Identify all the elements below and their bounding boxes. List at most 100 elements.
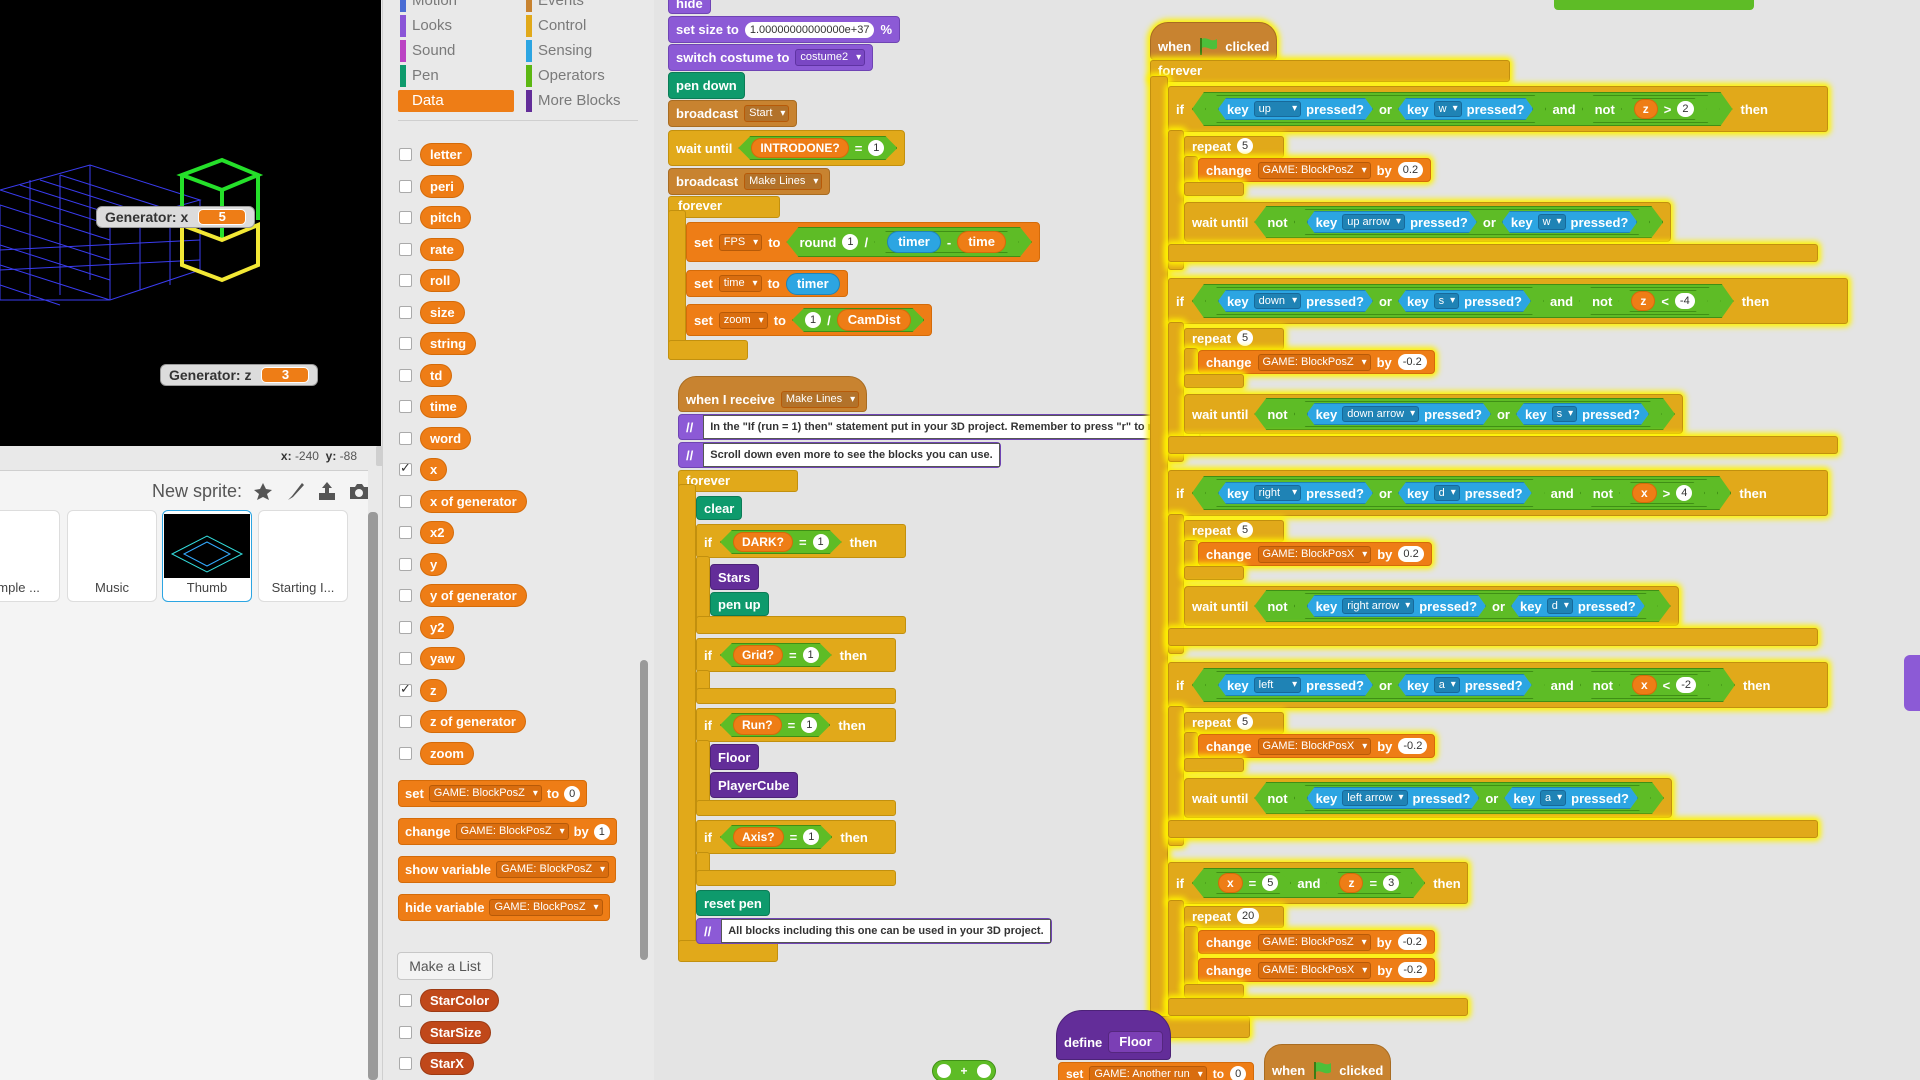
variable-reporter[interactable]: time [420,395,467,418]
category-control[interactable]: Control [524,15,640,37]
variable-reporter[interactable]: td [420,363,453,387]
key-dropdown[interactable]: w [1434,101,1462,117]
key-dropdown[interactable]: up arrow [1254,101,1302,117]
key-dropdown[interactable]: left arrow [1342,790,1407,806]
variable-reporter[interactable]: string [420,332,477,355]
variable-reporter[interactable]: x [1218,873,1243,893]
set-zoom-block[interactable]: setzoomto 1/CamDist [686,304,933,336]
sprite-scrollbar[interactable] [368,512,378,1080]
repeat-block[interactable] [1184,906,1284,928]
floor-block[interactable]: Floor [710,744,759,770]
make-a-list-button[interactable]: Make a List [397,952,493,980]
paint-brush-icon[interactable] [284,480,306,502]
category-looks[interactable]: Looks [398,15,514,37]
key-dropdown[interactable]: a [1434,677,1460,693]
compare-operator[interactable]: z<-4 [1618,290,1707,312]
variable-reporter[interactable]: x [1632,483,1657,503]
variable-reporter[interactable]: z of generator [420,710,526,733]
key-dropdown[interactable]: left arrow [1254,677,1302,693]
compare-operator[interactable]: x<-2 [1619,674,1709,696]
reset-pen-block[interactable]: reset pen [696,890,770,916]
key-dropdown[interactable]: down arrow [1254,293,1302,309]
upload-icon[interactable] [316,480,338,502]
key-pressed-sensing[interactable]: keywpressed? [1502,211,1637,233]
key-dropdown[interactable]: a [1540,790,1566,806]
key-pressed-sensing[interactable]: keydpressed? [1511,595,1645,617]
empty-slot[interactable] [937,1064,951,1078]
variable-checkbox[interactable] [399,400,412,413]
variable-checkbox[interactable] [399,368,412,382]
variable-reporter[interactable]: z [1339,873,1363,893]
amount-input[interactable]: -0.2 [1397,354,1427,370]
repeat-block[interactable] [1184,136,1284,158]
monitor-generator-x[interactable]: Generator: x 5 [96,206,256,228]
variable-reporter[interactable]: z [1634,99,1658,119]
variable-reporter[interactable]: letter [420,143,472,166]
compare-operator[interactable]: z>2 [1621,98,1707,120]
list-checkbox[interactable] [399,994,412,1007]
list-checkbox[interactable] [399,1025,412,1039]
list-reporter[interactable]: StarSize [420,1020,492,1044]
variable-checkbox[interactable] [399,211,412,224]
variable-reporter[interactable]: y [420,552,448,576]
key-pressed-sensing[interactable]: keyapressed? [1504,787,1638,809]
variable-reporter[interactable]: y of generator [420,584,527,607]
variable-dropdown[interactable]: GAME: BlockPosZ [1257,933,1371,951]
variable-reporter[interactable]: z [1631,291,1655,311]
amount-input[interactable]: -0.2 [1398,738,1428,754]
playercube-block[interactable]: PlayerCube [710,772,798,798]
when-flag-clicked-hat-2[interactable]: when clicked [1264,1044,1392,1080]
number-input[interactable]: 5 [1262,875,1278,891]
forever-block[interactable] [668,196,780,218]
variable-reporter[interactable]: x [420,458,448,481]
key-dropdown[interactable]: right arrow [1342,598,1414,614]
number-input[interactable]: -2 [1676,677,1696,693]
monitor-generator-z[interactable]: Generator: z 3 [160,364,319,386]
repeat-count[interactable]: 5 [1237,714,1254,730]
amount-input[interactable]: -0.2 [1397,934,1427,950]
category-motion[interactable]: Motion [398,0,514,12]
key-dropdown[interactable]: s [1434,293,1460,309]
number-input[interactable]: 3 [1383,875,1399,891]
key-pressed-sensing[interactable]: keyspressed? [1516,403,1649,425]
key-dropdown[interactable]: up arrow [1342,214,1405,230]
comment-block-1[interactable]: //In the "If (run = 1) then" statement p… [678,414,1201,440]
amount-input[interactable]: 0.2 [1398,546,1424,562]
set-time-block[interactable]: settimetotimer [686,270,848,297]
category-operators[interactable]: Operators [524,65,640,87]
pen-up-block[interactable]: pen up [710,592,769,616]
variable-checkbox[interactable] [399,460,412,476]
clear-block[interactable]: clear [696,496,743,520]
empty-slot[interactable] [976,1064,991,1078]
variable-dropdown[interactable]: GAME: BlockPosX [1257,737,1372,755]
variable-checkbox[interactable] [399,620,412,634]
variable-reporter[interactable]: x of generator [420,489,527,513]
hide-block[interactable]: hide [668,0,711,14]
variable-checkbox[interactable] [399,179,412,193]
variable-reporter[interactable]: rate [420,237,464,261]
